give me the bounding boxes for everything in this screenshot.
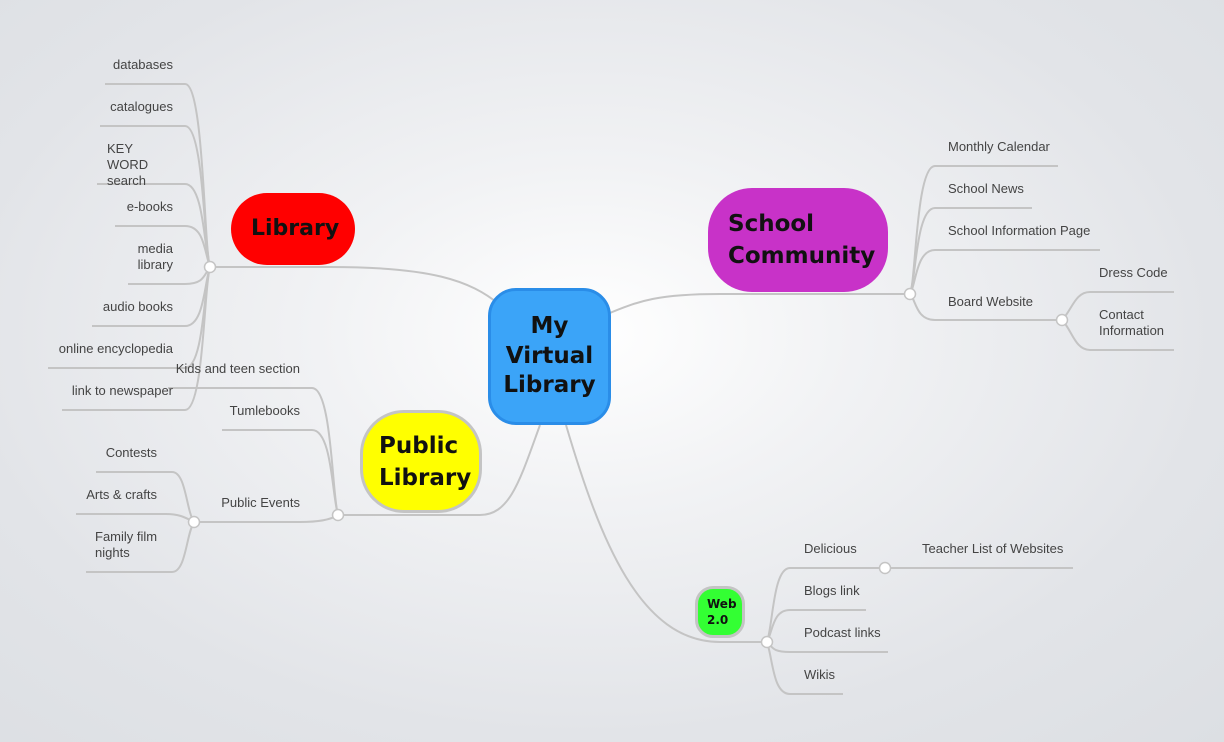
leaf-dress-code[interactable]: Dress Code <box>1099 265 1168 280</box>
leaf-family-film-nights[interactable]: Family film nights <box>95 529 158 560</box>
connector-lines <box>48 83 1174 695</box>
leaf-contact-information[interactable]: Contact Information <box>1099 307 1165 338</box>
leaf-ebooks[interactable]: e-books <box>126 199 173 214</box>
branch-library-node[interactable]: Library <box>231 193 355 265</box>
branch-school-label: School Community <box>728 211 876 269</box>
connector-events-arts <box>76 513 195 523</box>
leaf-databases[interactable]: databases <box>113 57 173 72</box>
leaf-teacher-list-of-websites[interactable]: Teacher List of Websites <box>922 541 1064 556</box>
central-topic-node[interactable]: My Virtual Library <box>488 288 611 425</box>
leaf-online-encyclopedia[interactable]: online encyclopedia <box>58 341 173 356</box>
hub-dots <box>187 260 1069 649</box>
branch-web-node[interactable]: Web 2.0 <box>695 586 745 638</box>
hub-dot-public <box>331 508 345 522</box>
branch-web-label: Web 2.0 <box>707 597 737 627</box>
hub-dot-board <box>1055 313 1069 327</box>
leaf-arts-and-crafts[interactable]: Arts & crafts <box>86 487 157 502</box>
leaf-school-information-page[interactable]: School Information Page <box>948 223 1091 238</box>
hub-dot-events <box>187 515 201 529</box>
leaf-board-website[interactable]: Board Website <box>948 294 1034 309</box>
leaf-school-news[interactable]: School News <box>948 181 1024 196</box>
leaf-link-to-newspaper[interactable]: link to newspaper <box>71 383 173 398</box>
leaf-monthly-calendar[interactable]: Monthly Calendar <box>948 139 1050 154</box>
connector-center-school <box>604 293 910 316</box>
connector-public-tumble <box>222 429 339 516</box>
connector-web-wikis <box>766 641 843 695</box>
leaf-blogs-link[interactable]: Blogs link <box>804 583 860 598</box>
leaf-contests[interactable]: Contests <box>105 445 157 460</box>
connector-library-newspaper <box>62 266 211 411</box>
branch-public-node[interactable]: Public Library <box>360 410 482 513</box>
connector-center-library <box>210 266 501 306</box>
leaf-kids-and-teen-section[interactable]: Kids and teen section <box>175 361 300 376</box>
connector-public-events <box>194 514 339 523</box>
leaf-delicious[interactable]: Delicious <box>804 541 857 556</box>
hub-dot-web <box>760 635 774 649</box>
connector-center-web <box>565 424 767 643</box>
hub-dot-library <box>203 260 217 274</box>
hub-dot-delicious <box>878 561 892 575</box>
leaf-wikis[interactable]: Wikis <box>804 667 836 682</box>
connector-center-public <box>338 424 541 516</box>
leaf-catalogues[interactable]: catalogues <box>110 99 173 114</box>
leaf-media-library[interactable]: media library <box>137 241 173 272</box>
connector-library-audio <box>92 266 211 327</box>
branch-public-label: Public Library <box>379 432 472 491</box>
hub-dot-school <box>903 287 917 301</box>
central-topic-label: My Virtual Library <box>503 312 596 399</box>
leaf-public-events[interactable]: Public Events <box>221 495 300 510</box>
leaf-keyword-search[interactable]: KEY WORD search <box>107 141 149 188</box>
connector-school-info <box>909 249 1100 295</box>
leaf-audio-books[interactable]: audio books <box>102 299 173 314</box>
connector-web-podcast <box>766 641 888 653</box>
leaf-podcast-links[interactable]: Podcast links <box>804 625 881 640</box>
branch-library-label: Library <box>251 215 340 241</box>
leaf-tumlebooks[interactable]: Tumlebooks <box>229 403 300 418</box>
branch-school-node[interactable]: School Community <box>708 188 888 292</box>
